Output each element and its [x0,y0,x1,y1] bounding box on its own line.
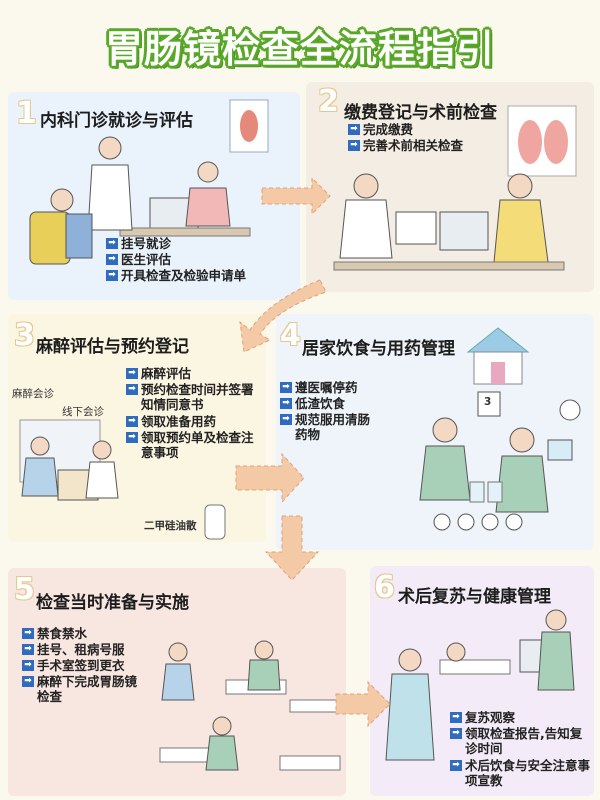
arrow-icon: ➡ [106,238,118,249]
step-5-item: ➡禁食禁水 [22,626,152,641]
arrow-icon: ➡ [280,398,292,409]
step-1-number: 1 [16,96,37,131]
flow-arrow-5-to-6 [335,680,391,728]
arrow-icon: ➡ [126,432,138,443]
payment-registration-illustration [333,105,577,271]
step-3-number: 3 [14,318,35,353]
step-5-item: ➡手术室签到更衣 [22,658,152,673]
arrow-icon: ➡ [126,416,138,427]
anesthesia-consult-illustration [19,419,226,540]
doctor-consult-illustration [29,99,269,265]
step-2-title: 缴费登记与术前检查 [344,103,497,123]
step-4-item: ➡规范服用清肠药物 [280,412,372,442]
step-5-title: 检查当时准备与实施 [36,593,189,613]
arrow-icon: ➡ [22,676,34,687]
step-3-item: ➡麻醉评估 [126,366,260,381]
arrow-icon: ➡ [450,760,462,771]
step-2-item: ➡完成缴费 [348,122,413,137]
arrow-icon: ➡ [450,712,462,723]
step-4-item: ➡遵医嘱停药 [280,380,410,395]
step-6-item: ➡领取检查报告,告知复诊时间 [450,726,590,756]
step-4-number: 4 [280,318,301,353]
step-4-title: 居家饮食与用药管理 [302,339,455,359]
flow-arrow-3-to-4 [235,452,305,504]
arrow-icon: ➡ [348,140,360,151]
step-3-label: 麻醉会诊 [12,388,54,400]
step-1-title: 内科门诊就诊与评估 [40,111,193,131]
step-3-item: ➡领取预约单及检查注意事项 [126,430,260,460]
arrow-icon: ➡ [280,414,292,425]
arrow-icon: ➡ [106,270,118,281]
arrow-icon: ➡ [22,628,34,639]
arrow-icon: ➡ [348,124,360,135]
arrow-icon: ➡ [280,382,292,393]
step-6-item: ➡术后饮食与安全注意事项宣教 [450,758,590,788]
step-6-item: ➡复苏观察 [450,710,590,725]
step-4-item: ➡低渣饮食 [280,396,410,411]
flow-arrow-2-to-3 [239,279,327,353]
recovery-illustration [385,609,575,761]
step-2-item: ➡完善术前相关检查 [348,138,463,153]
arrow-icon: ➡ [126,368,138,379]
step-1-item: ➡开具检查及检验申请单 [106,268,246,283]
flow-arrow-1-to-2 [261,176,331,216]
flow-arrow-4-to-5 [264,515,320,581]
arrow-icon: ➡ [22,660,34,671]
step-5-item: ➡麻醉下完成胃肠镜检查 [22,674,138,704]
step-5-number: 5 [14,572,35,607]
arrow-icon: ➡ [22,644,34,655]
step-2-number: 2 [318,84,339,119]
step-6-number: 6 [374,570,395,605]
page-title: 胃肠镜检查全流程指引 [104,27,495,71]
step-3-title: 麻醉评估与预约登记 [36,337,189,357]
arrow-icon: ➡ [126,384,138,395]
step-3-label: 线下会诊 [62,406,104,418]
step-1-item: ➡医生评估 [106,252,171,267]
step-6-title: 术后复苏与健康管理 [398,587,551,607]
step-3-label: 二甲硅油散 [144,520,197,532]
step-3-item: ➡预约检查时间并签署知情同意书 [126,382,260,412]
arrow-icon: ➡ [106,254,118,265]
step-1-item: ➡挂号就诊 [106,236,171,251]
calendar-day: 3 [484,396,492,408]
step-5-item: ➡挂号、租病号服 [22,642,152,657]
step-3-item: ➡领取准备用药 [126,414,260,429]
home-diet-illustration [419,327,581,531]
procedure-illustration [159,640,341,771]
arrow-icon: ➡ [450,728,462,739]
